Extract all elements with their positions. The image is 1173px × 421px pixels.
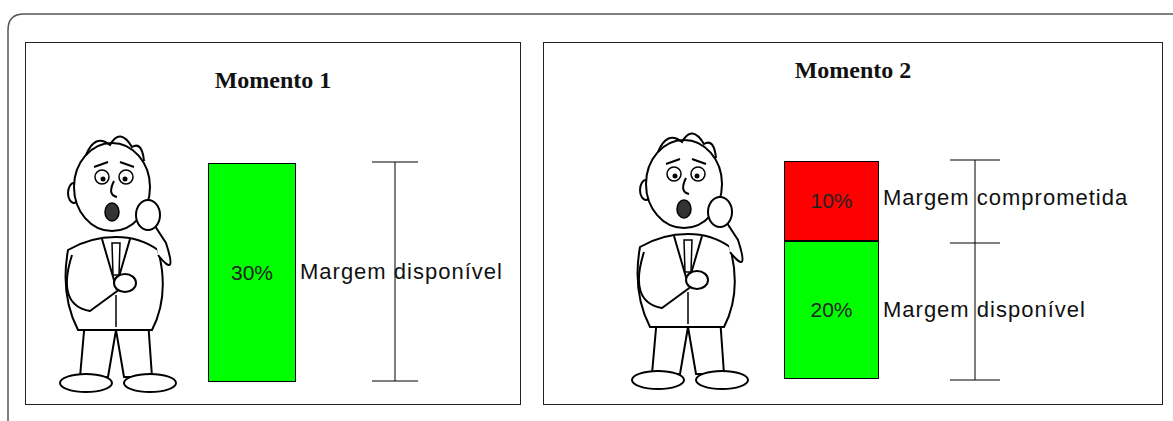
margin-label: Margem disponível — [300, 259, 503, 285]
percentage-value: 30% — [231, 261, 273, 285]
percentage-value: 10% — [810, 189, 852, 213]
moment-panel: Momento 2 10% 20% — [543, 42, 1163, 405]
panel-title: Momento 2 — [544, 57, 1162, 84]
percentage-value: 20% — [810, 298, 852, 322]
margin-label: Margem disponível — [883, 297, 1086, 323]
moment-panel: Momento 1 30% — [25, 42, 521, 405]
margin-bar: 30% — [208, 163, 296, 382]
outer-frame — [8, 14, 1173, 421]
bracket-tick — [950, 380, 1000, 381]
bracket-tick — [372, 162, 418, 163]
bracket-tick — [950, 160, 1000, 161]
worried-man — [60, 136, 176, 392]
bracket-tick — [950, 243, 1000, 244]
panel-title: Momento 1 — [26, 67, 520, 94]
margin-bar: 10% — [784, 161, 879, 241]
margin-label: Margem comprometida — [883, 185, 1128, 211]
worried-man — [632, 133, 748, 389]
bracket-tick — [372, 381, 418, 382]
margin-bar: 20% — [784, 241, 879, 379]
